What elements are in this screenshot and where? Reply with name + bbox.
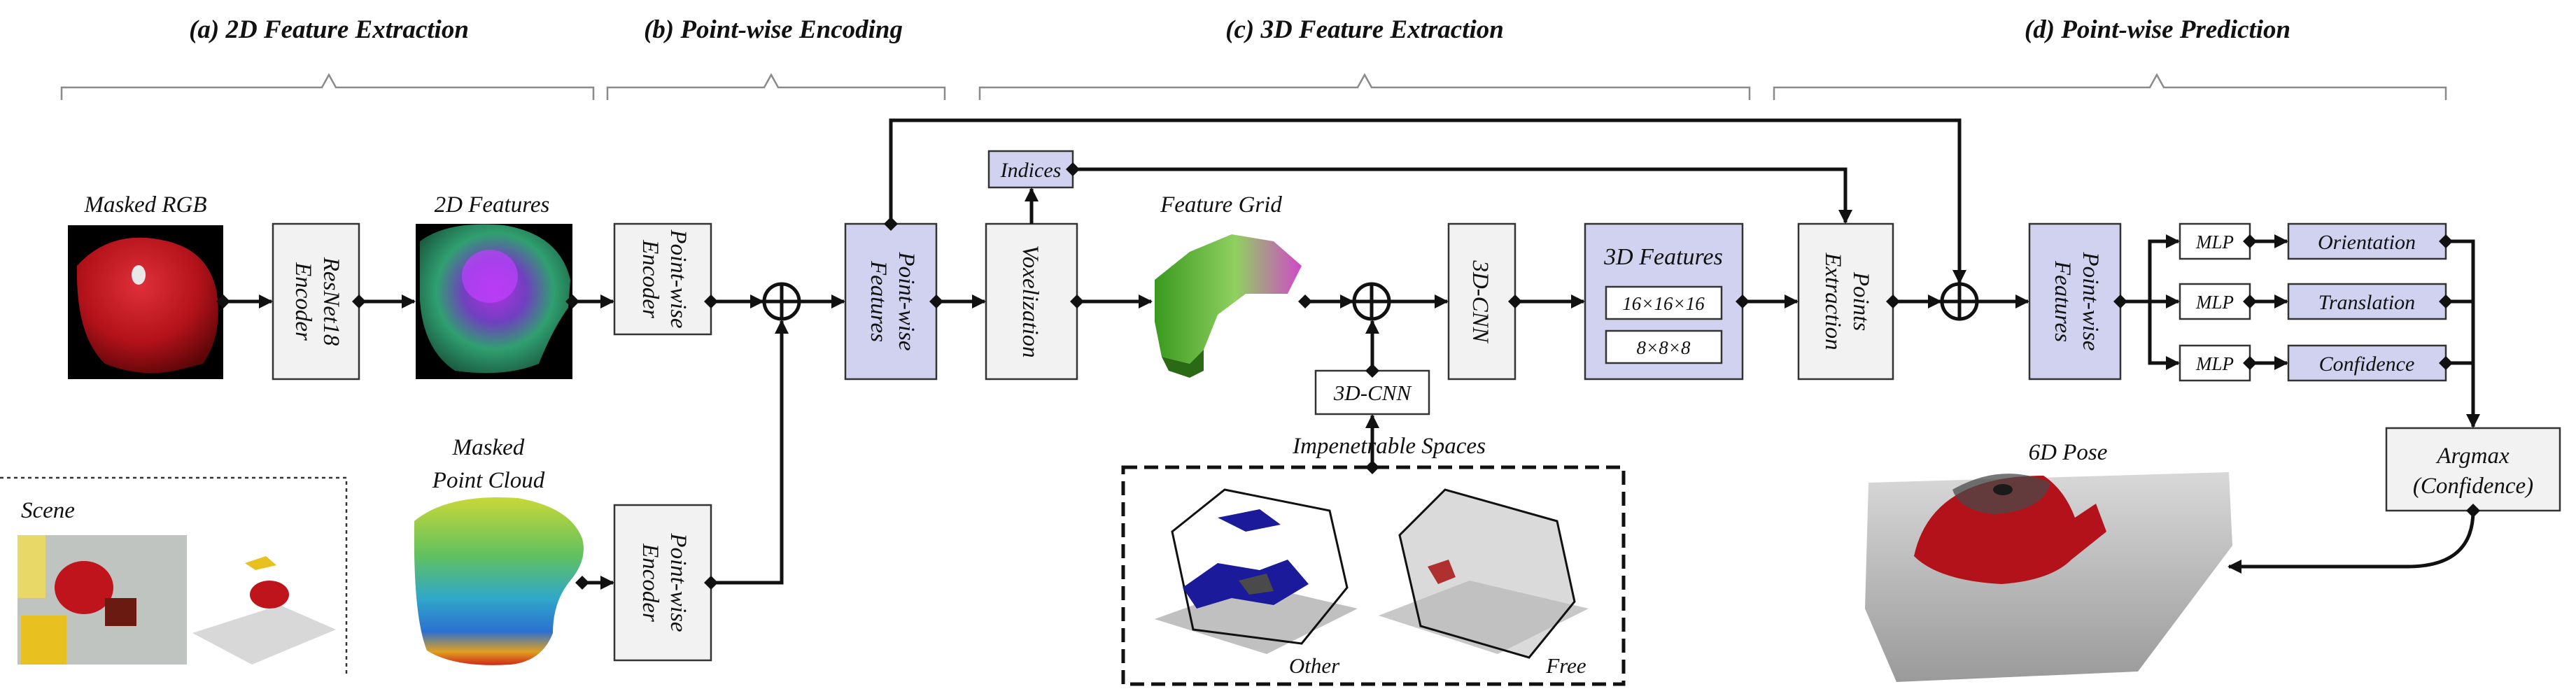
section-title-a: (a) 2D Feature Extraction [189,15,469,44]
brace-d [1773,73,2447,100]
section-title-b: (b) Point-wise Encoding [644,15,903,44]
voxelization-label: Voxelization [1018,245,1043,357]
pointwise-features-2-block [2028,222,2122,381]
section-title-d: (d) Point-wise Prediction [2025,15,2290,44]
concat-operator-1 [762,282,801,321]
brace-a [60,73,595,100]
cnn3d-small-label: 3D-CNN [1333,381,1413,405]
impenetrable-spaces-box [1121,465,1626,686]
impenetrable-free-image [1379,488,1589,659]
argmax-block [2385,427,2561,512]
mlp-3-label: MLP [2195,353,2234,374]
resnet-label-1: ResNet18 [318,257,344,346]
scene-inset-border [0,476,348,675]
masked-pc-label-1: Masked [452,435,525,460]
other-label: Other [1289,653,1340,678]
points-extraction-label-2: Extraction [1820,252,1845,350]
pw-features-label-2: Features [866,260,891,342]
pw-encoder-top-label-2: Encoder [638,239,663,318]
pw-encoder-top-label-1: Point-wise [666,229,691,328]
confidence-block [2287,344,2447,382]
pose-image [1865,472,2232,682]
resnet-label-2: Encoder [290,262,316,341]
orientation-label: Orientation [2318,231,2416,254]
feature-grid-image [1155,234,1302,378]
indices-label: Indices [1000,159,1062,182]
scene-photo [17,535,187,665]
scene-label: Scene [21,498,75,523]
mlp-1-label: MLP [2195,232,2234,253]
confidence-label: Confidence [2319,353,2415,376]
features-2d-image [416,224,572,379]
points-extraction-label-1: Points [1848,271,1873,331]
feature-grid-label: Feature Grid [1160,192,1282,218]
argmax-label-1: Argmax [2435,443,2510,469]
brace-b [606,73,946,100]
masked-pc-label-2: Point Cloud [432,468,545,493]
res-8-label: 8×8×8 [1637,337,1691,358]
free-label: Free [1545,653,1586,678]
masked-rgb-image [68,225,223,379]
res-8-box [1605,329,1723,364]
features-2d-label: 2D Features [435,192,550,218]
cnn3d-label: 3D-CNN [1468,260,1493,343]
pointwise-encoder-top-block [613,222,712,336]
pose-label: 6D Pose [2029,440,2108,465]
res-16-box [1605,285,1723,320]
mlp-2-block [2179,283,2251,320]
concat-operator-3 [1940,282,1979,321]
pw-features2-label-1: Point-wise [2078,251,2103,350]
pw-encoder-bottom-label-2: Encoder [638,543,663,622]
translation-label: Translation [2318,291,2415,314]
impenetrable-label: Impenetrable Spaces [1292,434,1486,459]
section-title-c: (c) 3D Feature Extraction [1225,15,1504,44]
impenetrable-other-image [1155,488,1358,654]
pw-encoder-bottom-label-1: Point-wise [666,532,691,632]
masked-rgb-label: Masked RGB [83,192,206,218]
mlp-3-block [2179,344,2251,382]
features-3d-label: 3D Features [1603,244,1723,270]
argmax-label-2: (Confidence) [2413,474,2533,499]
mlp-1-block [2179,222,2251,260]
pw-features-label-1: Point-wise [894,251,919,350]
resnet-encoder-block [272,222,360,381]
orientation-block [2287,222,2447,260]
scene-pointcloud [192,556,336,665]
masked-point-cloud-image [414,497,584,665]
res-16-label: 16×16×16 [1622,293,1705,314]
cnn3d-small-block [1314,369,1430,416]
pw-features2-label-2: Features [2050,260,2075,342]
mlp-2-label: MLP [2195,292,2234,313]
concat-operator-2 [1352,282,1391,321]
brace-c [978,73,1751,100]
